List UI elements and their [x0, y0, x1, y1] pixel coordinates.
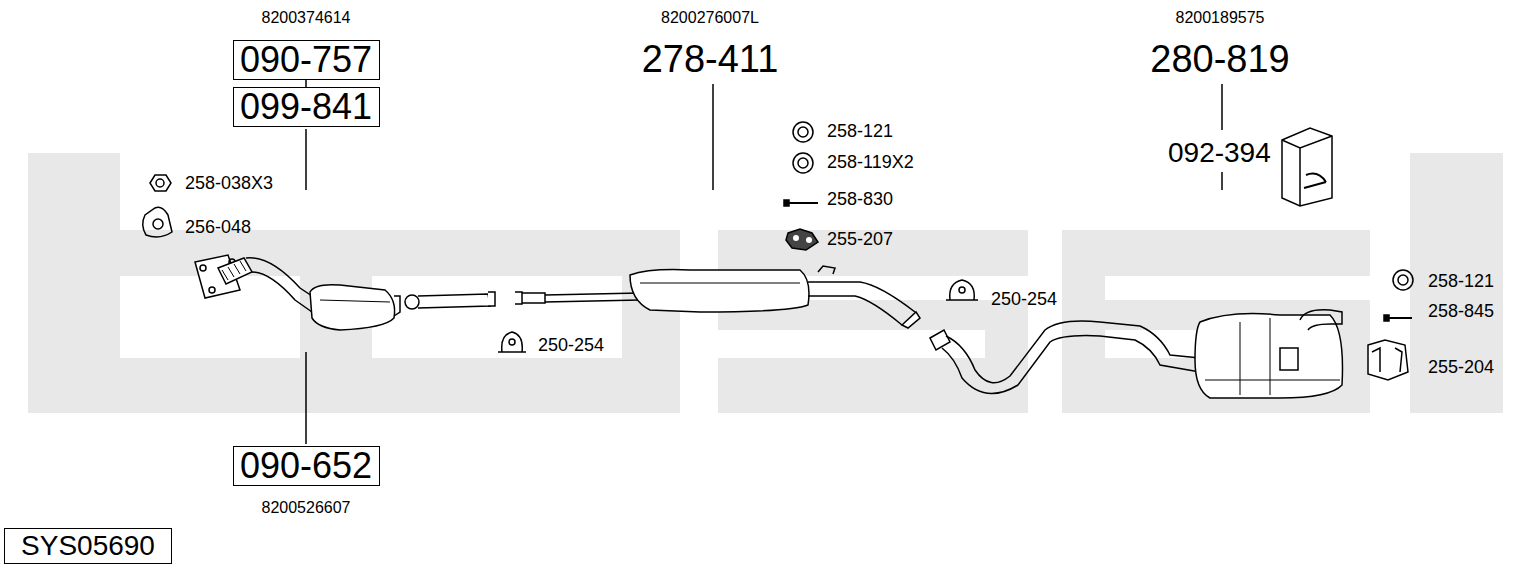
- oem-number: 8200374614: [262, 9, 351, 27]
- connector-line: [305, 80, 307, 87]
- callout-number: 258-845: [1428, 302, 1494, 322]
- part-number: SYS05690: [21, 532, 155, 560]
- part-number-box: 090-757: [233, 40, 380, 80]
- part-number: 090-652: [240, 448, 372, 484]
- callout-number: 280-819: [1150, 39, 1289, 81]
- callout-number: 255-204: [1428, 358, 1494, 378]
- callout-number: 258-121: [827, 122, 893, 142]
- oem-number: 8200276007L: [661, 9, 759, 27]
- part-number: 099-841: [240, 89, 372, 125]
- callout-number: 255-207: [827, 230, 893, 250]
- part-number: 090-757: [240, 42, 372, 78]
- callout-number: 092-394: [1168, 138, 1271, 169]
- system-code-box: SYS05690: [4, 528, 172, 564]
- oem-number: 8200526607: [262, 499, 351, 517]
- callout-number: 256-048: [185, 218, 251, 238]
- callout-number: 258-119X2: [827, 153, 914, 173]
- callout-number: 258-038X3: [185, 174, 273, 194]
- callout-number: 258-830: [827, 190, 893, 210]
- callout-number: 258-121: [1428, 272, 1494, 292]
- callout-number: 250-254: [991, 290, 1057, 310]
- part-number-box: 090-652: [233, 446, 380, 486]
- callout-number: 278-411: [642, 39, 779, 81]
- part-number-box: 099-841: [233, 87, 380, 127]
- oem-number: 8200189575: [1176, 9, 1265, 27]
- callout-number: 250-254: [538, 336, 604, 356]
